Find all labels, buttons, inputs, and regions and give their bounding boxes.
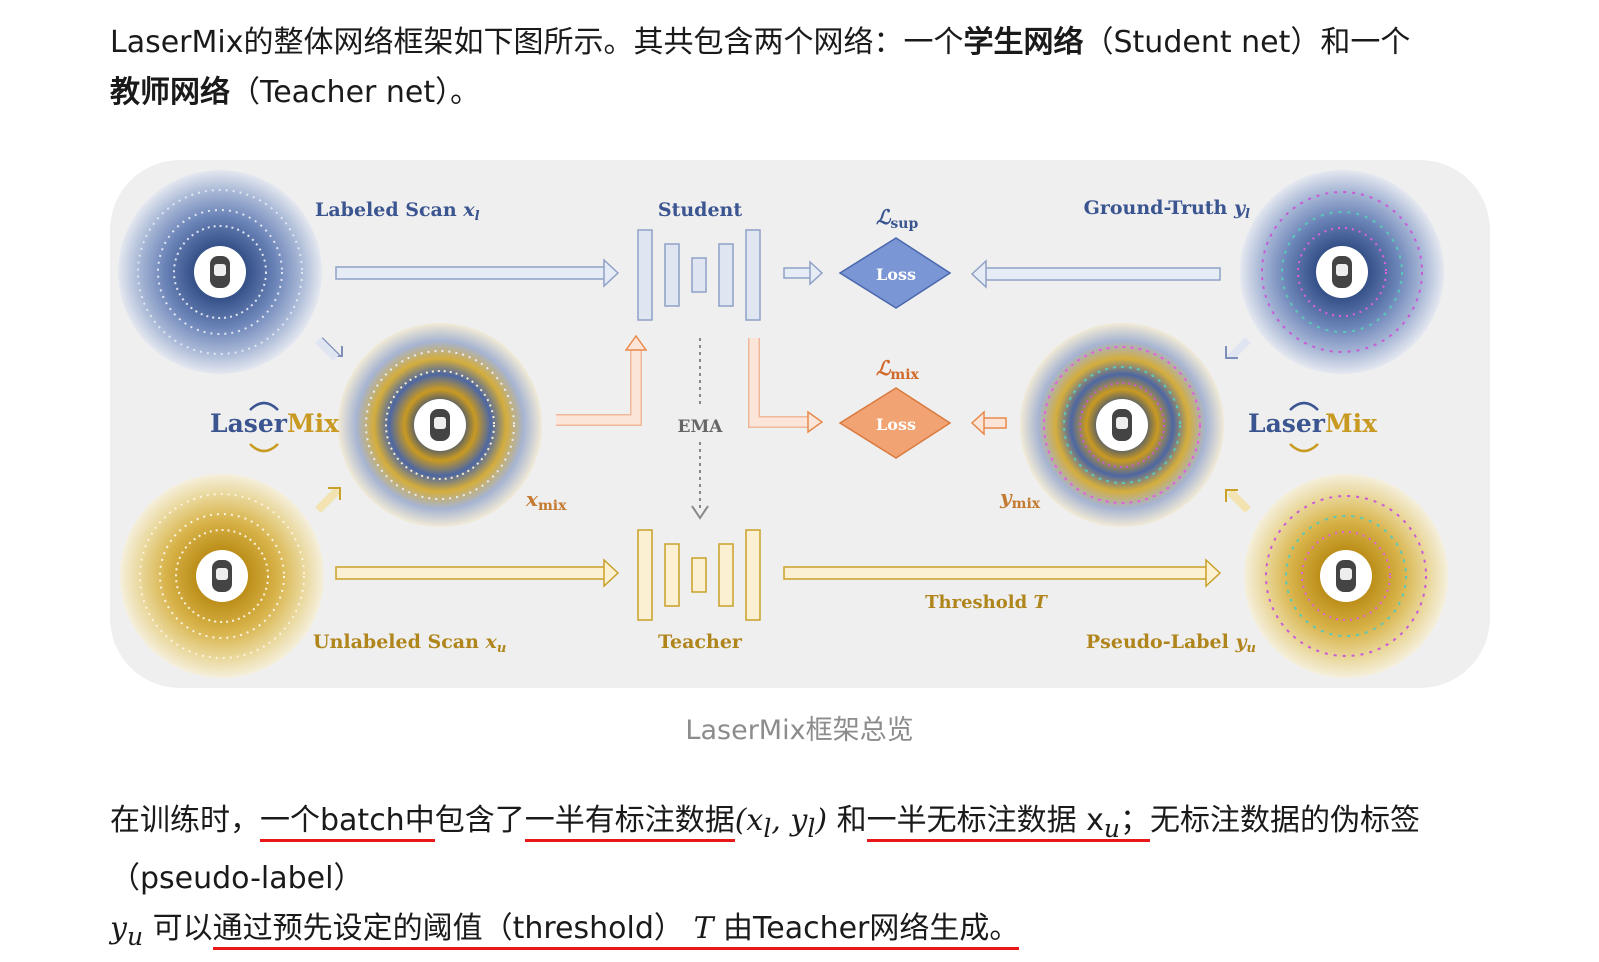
arrow-gt-to-sup-loss (970, 259, 1221, 289)
loss-sup-symbol: ℒsup (876, 205, 918, 232)
arrow-mix-to-student (556, 334, 648, 426)
body-s5: (xl, yl) (734, 803, 828, 843)
arrow-teacher-to-pseudo-label (783, 558, 1222, 588)
arrow-gt-to-ymix (1225, 337, 1251, 361)
unlabeled-scan-label: Unlabeled Scan xu (313, 631, 506, 656)
arrow-student-to-sup-loss (783, 260, 824, 286)
teacher-net-en: （Teacher net）。 (230, 75, 481, 110)
student-label: Student (658, 199, 742, 221)
student-net-en: （Student net）和一个 (1083, 25, 1411, 60)
student-network (637, 229, 761, 321)
labeled-scan-image (118, 170, 322, 374)
body-paragraph: 在训练时，一个batch中包含了一半有标注数据(xl, yl) 和一半无标注数据… (110, 796, 1490, 962)
lasermix-logo-left: LaserMix (210, 401, 340, 453)
body-s14: 通过预先设定的阈值（threshold） T 由Teacher网络生成。 (212, 911, 1020, 950)
teacher-net-bold: 教师网络 (110, 75, 230, 110)
lasermix-figure: Labeled Scan xl Unlabeled Scan xu xmix L… (110, 160, 1490, 688)
intro-paragraph: LaserMix的整体网络框架如下图所示。其共包含两个网络：一个学生网络（Stu… (110, 18, 1490, 118)
arrow-student-to-mix-loss (748, 338, 824, 434)
y-mix-label: ymix (999, 485, 1041, 512)
loss-mix-symbol: ℒmix (876, 356, 920, 383)
intro-text-1: LaserMix的整体网络框架如下图所示。其共包含两个网络：一个 (110, 25, 964, 60)
loss-mix-diamond (838, 387, 952, 459)
body-s1: 在训练时， (110, 803, 260, 838)
arrow-pseudo-to-ymix (1225, 489, 1251, 513)
ground-truth-label: Ground-Truth yl (1084, 197, 1250, 222)
body-s8: 和 (827, 803, 867, 838)
teacher-label: Teacher (658, 631, 743, 653)
ema-arrow (691, 338, 709, 520)
teacher-network (637, 529, 761, 621)
svg-text:LaserMix: LaserMix (1248, 409, 1378, 438)
pseudo-label-image (1244, 474, 1448, 678)
arrow-unlabeled-to-teacher (335, 558, 620, 588)
mixed-scan-image (338, 323, 542, 527)
arrow-unlabeled-to-mix (315, 487, 341, 513)
loss-mix-text: Loss (876, 415, 916, 434)
y-mix-image (1020, 323, 1224, 527)
body-s11: 无标注数据的伪标签（pseudo-label） (110, 803, 1421, 896)
pseudo-label-label: Pseudo-Label yu (1086, 631, 1256, 656)
body-s3: 包含了 (434, 803, 525, 838)
loss-sup-diamond (838, 237, 952, 309)
arrow-ymix-to-mix-loss (970, 410, 1007, 436)
arrow-labeled-to-student (335, 258, 620, 288)
student-net-bold: 学生网络 (963, 25, 1084, 60)
body-s2: 一个batch中 (260, 803, 435, 842)
figure-caption: LaserMix框架总览 (685, 715, 914, 746)
arrow-labeled-to-mix (315, 337, 343, 361)
ground-truth-image (1240, 170, 1444, 374)
body-s13: 可以 (152, 911, 213, 946)
unlabeled-scan-image (120, 474, 324, 678)
loss-sup-text: Loss (876, 265, 916, 284)
x-mix-label: xmix (525, 487, 567, 514)
lasermix-diagram: Labeled Scan xl Unlabeled Scan xu xmix L… (110, 160, 1490, 688)
ema-label: EMA (678, 417, 724, 437)
threshold-label: Threshold T (925, 592, 1048, 613)
labeled-scan-label: Labeled Scan xl (315, 199, 480, 224)
svg-text:LaserMix: LaserMix (210, 409, 340, 438)
lasermix-logo-right: LaserMix (1248, 401, 1378, 453)
body-s9: 一半无标注数据 xu； (866, 803, 1151, 843)
body-s4: 一半有标注数据 (524, 803, 735, 842)
